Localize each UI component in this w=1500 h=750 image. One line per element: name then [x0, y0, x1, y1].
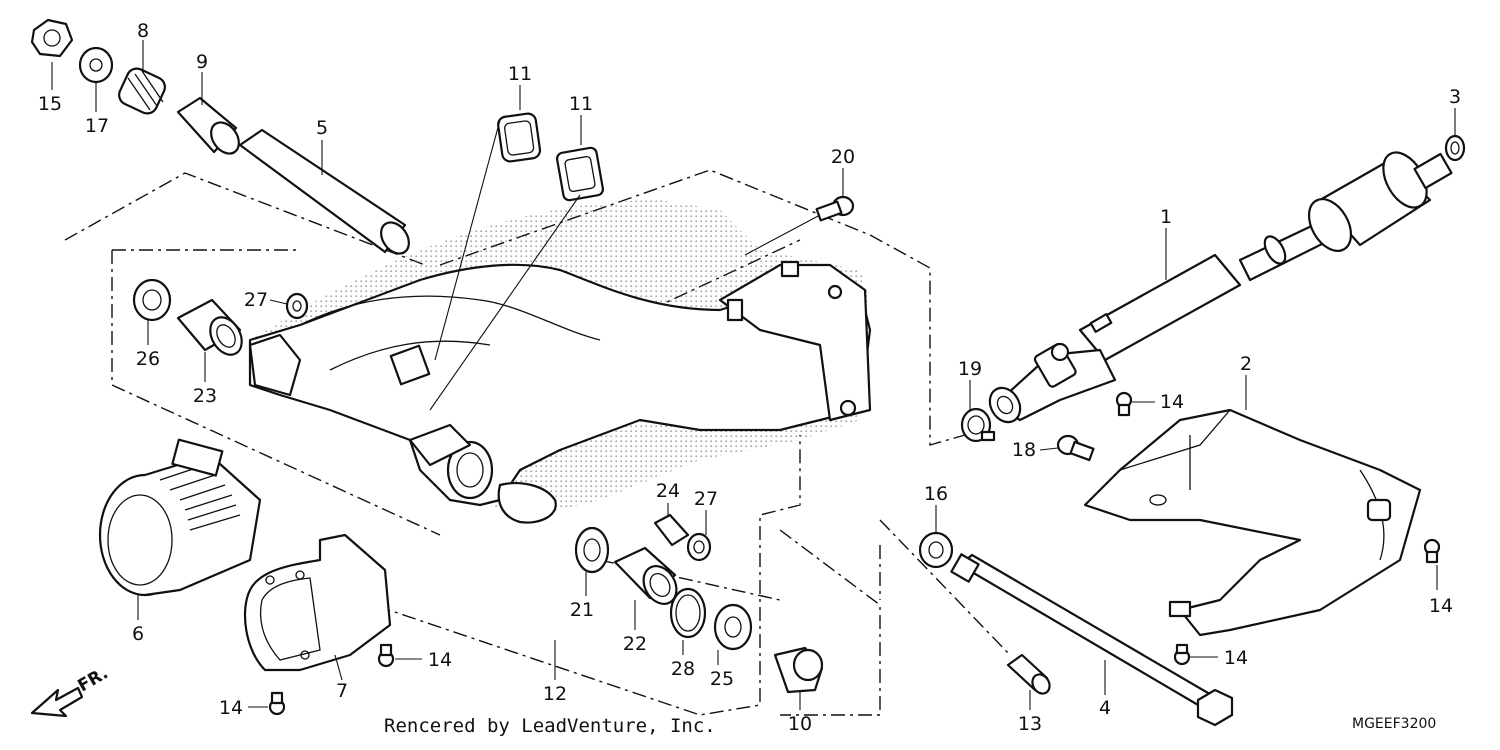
bearings-lower	[574, 513, 824, 694]
callout-18: 18	[1012, 439, 1036, 461]
cover-part-7	[243, 533, 392, 672]
bearing-seal-left	[132, 278, 309, 356]
callout-3: 3	[1449, 86, 1461, 108]
render-credit: Rencered by LeadVenture, Inc.	[384, 715, 716, 737]
bolts-lower-right	[1173, 538, 1441, 666]
callout-14: 14	[219, 697, 243, 719]
callout-16: 16	[924, 483, 948, 505]
callout-8: 8	[137, 20, 149, 42]
circlip-part-3	[1444, 134, 1466, 162]
callout-11: 11	[508, 63, 532, 85]
callout-4: 4	[1099, 697, 1111, 719]
callout-19: 19	[958, 358, 982, 380]
callout-14: 14	[428, 649, 452, 671]
callout-28: 28	[671, 658, 695, 680]
callout-11: 11	[569, 93, 593, 115]
callout-27: 27	[244, 289, 268, 311]
leader-lines	[51, 40, 1456, 710]
callout-14: 14	[1224, 647, 1248, 669]
callout-23: 23	[193, 385, 217, 407]
assembly-boundary-lines	[64, 169, 1011, 716]
callout-1: 1	[1160, 206, 1172, 228]
callout-27: 27	[694, 488, 718, 510]
callout-17: 17	[85, 115, 109, 137]
bolts-upper-right	[1056, 391, 1133, 462]
callout-6: 6	[132, 623, 144, 645]
callout-9: 9	[196, 51, 208, 73]
callout-numbers: 15 17 8 9 5 11 11 20 3 1 27 26 23 19 14 …	[38, 20, 1461, 735]
spring-part-8	[118, 67, 166, 115]
bolts-lower-left	[268, 643, 395, 716]
callout-20: 20	[831, 146, 855, 168]
callout-7: 7	[336, 680, 348, 702]
callout-10: 10	[788, 713, 812, 735]
callout-14: 14	[1429, 595, 1453, 617]
pivot-hardware	[30, 18, 410, 255]
callout-12: 12	[543, 683, 567, 705]
callout-13: 13	[1018, 713, 1042, 735]
clamp-part-19	[960, 407, 996, 443]
callout-5: 5	[316, 117, 328, 139]
axle-parts	[918, 531, 1234, 727]
drive-shaft-part-1	[988, 151, 1453, 424]
callout-25: 25	[710, 668, 734, 690]
front-direction-arrow: FR.	[30, 663, 112, 718]
callout-24: 24	[656, 480, 680, 502]
bolt-part-20	[744, 195, 855, 256]
callout-21: 21	[570, 599, 594, 621]
diagram-code: MGEEF3200	[1352, 716, 1436, 732]
callout-22: 22	[623, 633, 647, 655]
callout-26: 26	[136, 348, 160, 370]
callout-2: 2	[1240, 353, 1252, 375]
callout-15: 15	[38, 93, 62, 115]
boot-part-6	[98, 438, 262, 597]
callout-14: 14	[1160, 391, 1184, 413]
cap-part-11	[429, 112, 605, 411]
guard-part-2	[1083, 408, 1422, 637]
swingarm-part-12	[248, 200, 872, 524]
